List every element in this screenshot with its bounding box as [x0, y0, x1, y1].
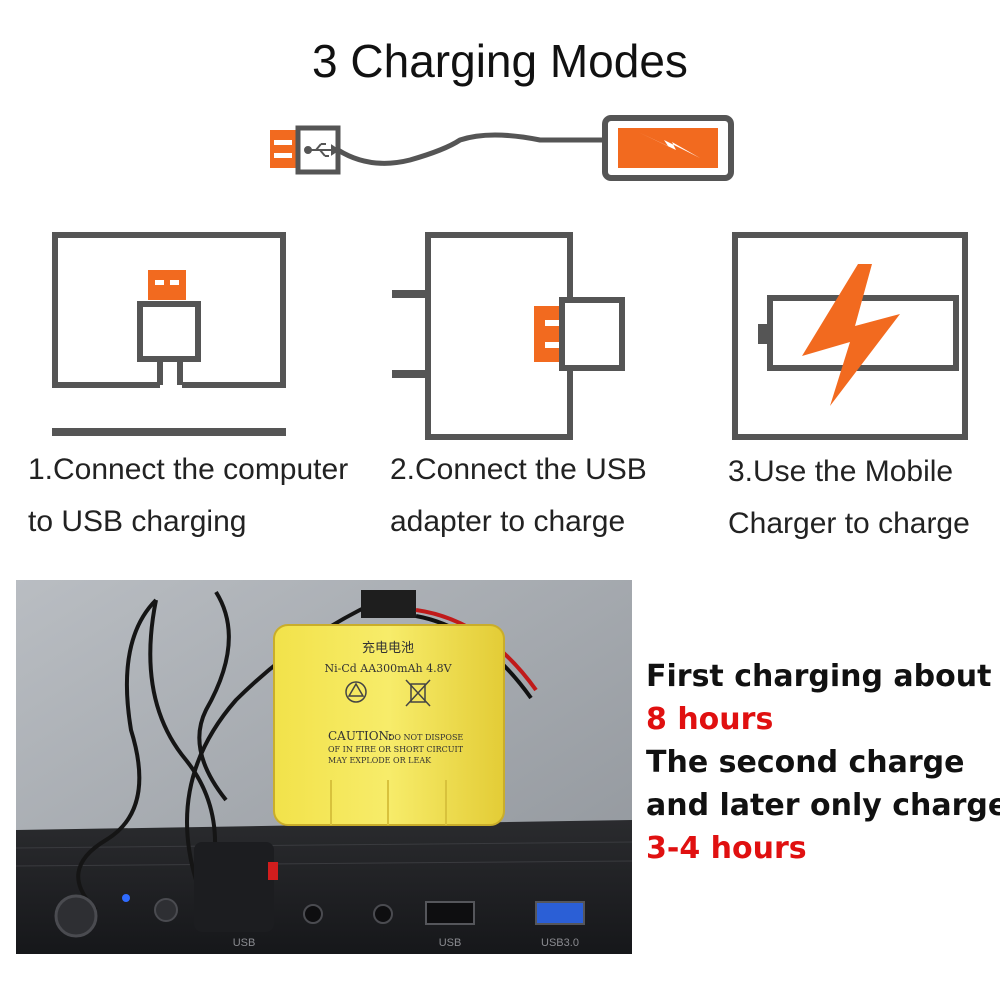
usb-cable-icon — [270, 115, 734, 181]
mode-2-line2: adapter to charge — [390, 505, 626, 538]
mic-jack — [373, 904, 393, 924]
audio-jack — [303, 904, 323, 924]
product-photo: 充电电池 Ni-Cd AA300mAh 4.8V CAUTION: DO NOT… — [16, 580, 632, 954]
battery-warning-2: MAY EXPLODE OR LEAK — [328, 756, 432, 765]
recycle-icon — [345, 681, 367, 703]
charging-time-info: First charging about 8 hours The second … — [646, 655, 1000, 870]
info-later-duration: 3-4 hours — [646, 831, 807, 866]
mode-3-line2: Charger to charge — [728, 507, 970, 540]
laptop-usb-icon — [52, 232, 286, 436]
info-first-duration: 8 hours — [646, 702, 774, 737]
mode-1-line1: 1.Connect the computer — [28, 453, 349, 486]
battery-caution: CAUTION: — [328, 729, 393, 743]
battery-charging-scene: 充电电池 Ni-Cd AA300mAh 4.8V CAUTION: DO NOT… — [16, 580, 632, 954]
battery-caution-rest: DO NOT DISPOSE — [388, 733, 463, 742]
usb3-port — [535, 901, 585, 925]
mode-2-caption: 2.Connect the USB adapter to charge — [390, 444, 647, 548]
mode-1-line2: to USB charging — [28, 505, 247, 538]
power-button — [54, 894, 98, 938]
battery-chinese-label: 充电电池 — [362, 640, 414, 656]
usb-port — [425, 901, 475, 925]
mode-3-line1: 3.Use the Mobile — [728, 455, 954, 488]
info-line-3: The second charge — [646, 745, 965, 780]
mode-2-line1: 2.Connect the USB — [390, 453, 647, 486]
power-led — [122, 894, 130, 902]
mode-3-caption: 3.Use the Mobile Charger to charge — [728, 446, 970, 550]
info-line-1: First charging about — [646, 659, 992, 694]
usb-label-2: USB — [439, 937, 462, 949]
mode-1-caption: 1.Connect the computer to USB charging — [28, 444, 348, 548]
battery-spec: Ni-Cd AA300mAh 4.8V — [324, 662, 452, 675]
page-title: 3 Charging Modes — [312, 35, 688, 87]
usb3-label: USB3.0 — [541, 937, 579, 949]
usb-label-1: USB — [233, 937, 256, 949]
battery-warning-1: OF IN FIRE OR SHORT CIRCUIT — [328, 745, 464, 754]
battery-lightning-icon — [732, 232, 968, 440]
wall-adapter-icon — [392, 232, 625, 440]
no-trash-icon — [405, 679, 431, 707]
info-line-4: and later only charge — [646, 788, 1000, 823]
